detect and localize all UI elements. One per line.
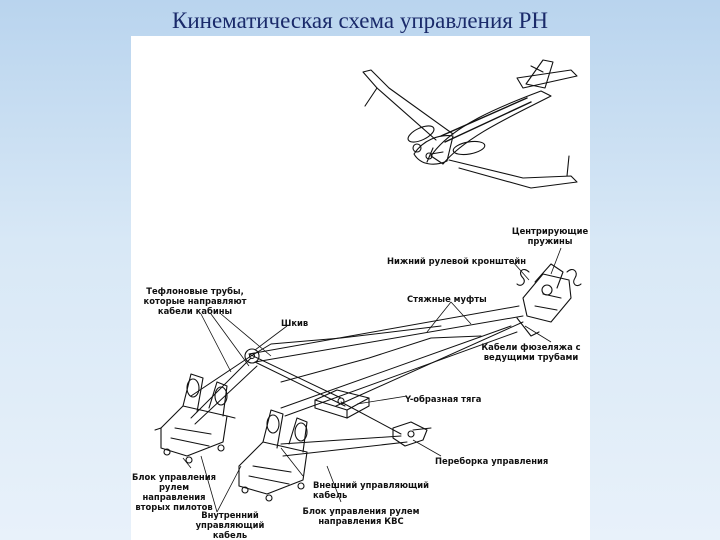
leader-lines (182, 247, 562, 513)
label-outer-cable: Внешний управляющий кабель (313, 480, 430, 500)
label-control-crossover: Переборка управления (435, 456, 549, 466)
diagram-drawing (154, 59, 582, 513)
rudder-control-diagram: Центрирующие пружины Нижний рулевой крон… (131, 36, 590, 540)
label-teflon-tubes: Тефлоновые трубы, которые направляют каб… (143, 286, 247, 316)
label-inner-cable: Внутренний управляющий кабель (195, 510, 265, 540)
slide-title: Кинематическая схема управления РН (172, 8, 548, 33)
label-centering-springs: Центрирующие пружины (511, 226, 589, 246)
control-crossover-bracket (392, 421, 428, 447)
label-fuselage-cables: Кабели фюзеляжа с ведущими трубами (481, 342, 581, 362)
aircraft-sketch (362, 59, 578, 189)
label-copilot-pedals: Блок управления рулем направления вторых… (132, 472, 216, 512)
y-rod-assembly (314, 389, 370, 419)
label-captain-pedals: Блок управления рулем направления КВС (302, 506, 420, 526)
captain-pedal-unit (238, 409, 308, 502)
label-pulley: Шкив (281, 318, 309, 328)
rudder-bracket-assembly (516, 263, 582, 337)
cable-runs (190, 305, 524, 457)
label-lower-bracket: Нижний рулевой кронштейн (387, 256, 527, 266)
label-y-rod: Y-образная тяга (405, 394, 482, 404)
label-turnbuckles: Стяжные муфты (407, 294, 487, 304)
pulley (244, 348, 260, 364)
copilot-pedal-unit (154, 373, 236, 464)
